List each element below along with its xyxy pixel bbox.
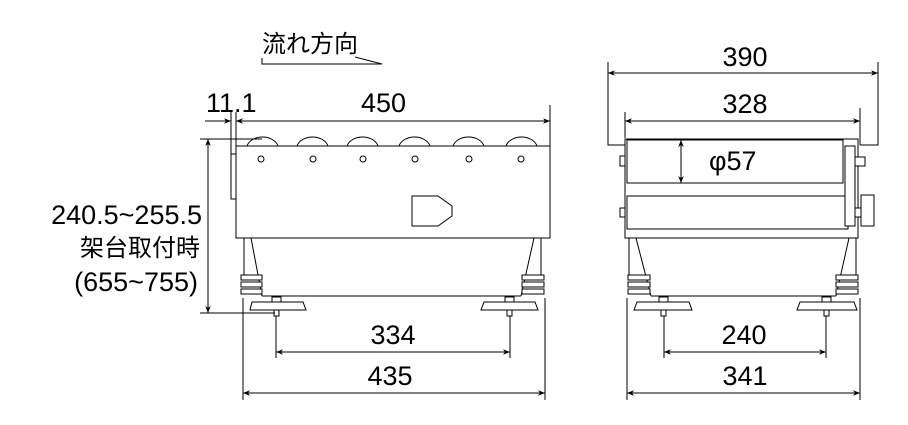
mount-label: 架台取付時	[80, 234, 200, 262]
motor-cover	[411, 195, 453, 227]
lower-roller	[626, 195, 849, 230]
dim-length: 450	[361, 88, 406, 118]
side-view: 11.1 450 240.5~255.5 架台取付時 (655~755) 334…	[51, 88, 551, 400]
rollers	[246, 136, 538, 147]
end-plate	[230, 153, 237, 200]
dim-foot-pitch: 334	[370, 320, 415, 350]
flow-direction-label: 流れ方向	[262, 30, 358, 58]
flow-arrow-icon	[261, 56, 383, 65]
dim-roller-width: 328	[722, 89, 767, 119]
side-frame	[235, 145, 551, 239]
dim-base-width: 341	[722, 361, 767, 391]
dim-height: 240.5~255.5	[51, 200, 202, 230]
dim-offset: 11.1	[206, 88, 257, 118]
roller-holes	[257, 155, 525, 163]
side-bracket	[844, 145, 856, 227]
shaft-end	[619, 207, 626, 218]
end-view: 390 328 φ57	[607, 42, 879, 400]
mount-height: (655~755)	[74, 267, 198, 297]
dim-foot-pitch-end: 240	[721, 320, 766, 350]
roller-diameter: φ57	[709, 146, 757, 176]
dim-overall-width: 390	[722, 42, 767, 72]
support-legs	[627, 237, 859, 317]
side-dimensions: 11.1 450 240.5~255.5 架台取付時 (655~755) 334…	[51, 88, 551, 400]
shaft-bolt	[854, 207, 862, 218]
support-legs	[240, 237, 545, 317]
shaft-bolt	[854, 156, 866, 167]
upper-roller	[626, 139, 844, 184]
dim-overall-base: 435	[367, 361, 412, 391]
motor-box	[860, 194, 875, 227]
flow-direction-indicator: 流れ方向	[261, 30, 383, 65]
shaft-end	[619, 155, 626, 167]
